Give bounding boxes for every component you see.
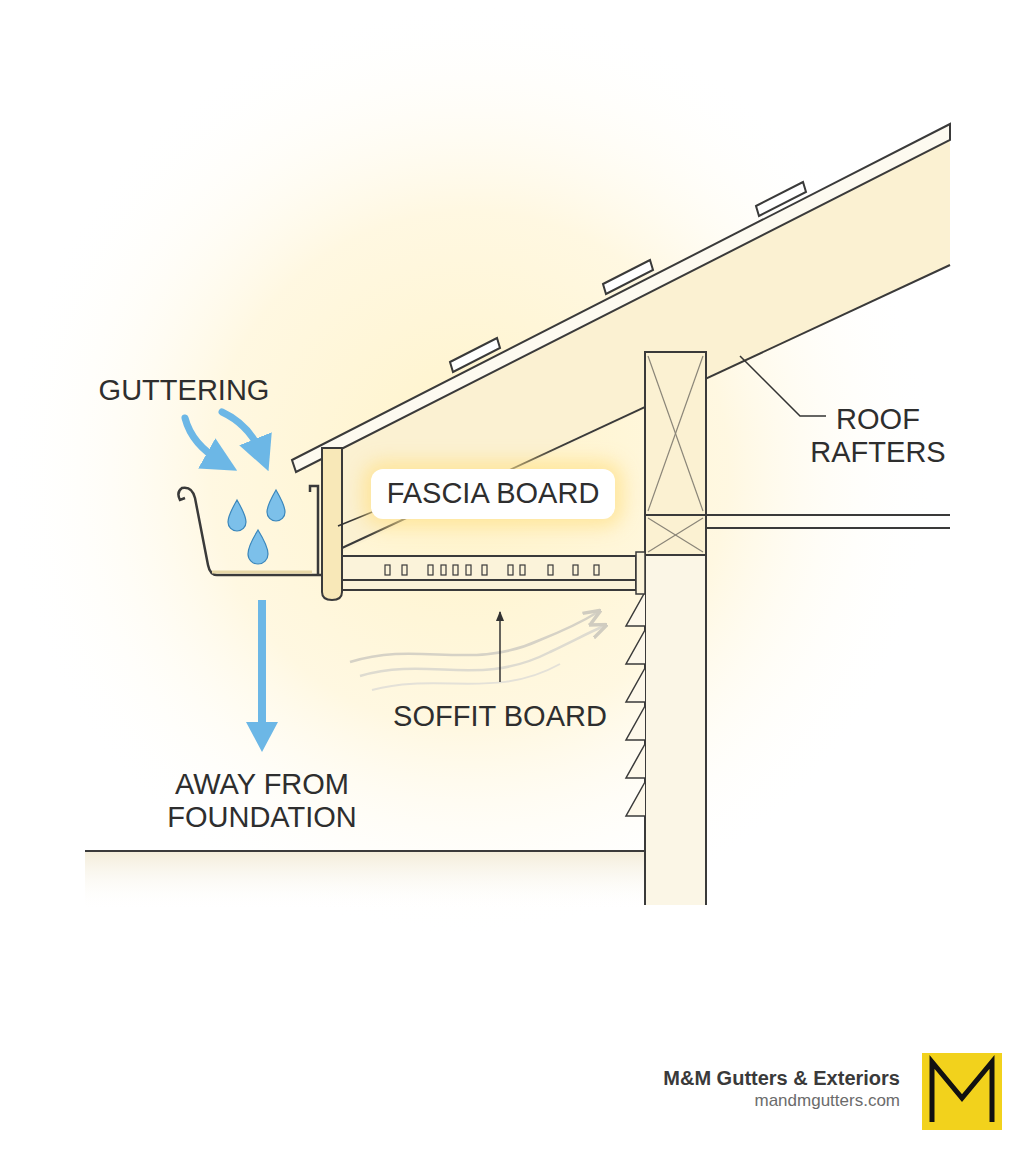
part-label: SOFFIT BOARD (393, 700, 607, 733)
part-label: FASCIA BOARD (387, 477, 600, 510)
soffit-trim (636, 552, 645, 594)
plate-cross (648, 518, 703, 552)
part-label: ROOF RAFTERS (803, 403, 953, 470)
siding-board (626, 782, 645, 816)
vent-slot (573, 565, 578, 575)
wall-fill (645, 555, 706, 905)
gutter (178, 486, 318, 575)
siding-board (626, 630, 645, 664)
vent-slot (453, 565, 458, 575)
vent-slot (441, 565, 446, 575)
rain-arrow (185, 418, 222, 462)
vent-slot (466, 565, 471, 575)
siding-board (626, 592, 645, 626)
airflow-line (372, 664, 560, 690)
vent-slot (482, 565, 487, 575)
ceiling-joist (706, 527, 950, 529)
vent-slot (548, 565, 553, 575)
part-label: GUTTERING (99, 374, 270, 407)
drain-arrow (246, 722, 278, 752)
water-drop (248, 530, 268, 564)
plate-cross (648, 518, 703, 552)
drain-arrow (258, 600, 266, 725)
top-plate (645, 352, 706, 515)
siding (626, 592, 645, 816)
ceiling-joist (706, 514, 950, 516)
ground-fill (85, 851, 645, 911)
vent-slot (428, 565, 433, 575)
logo-square (922, 1053, 1002, 1130)
water-drop (267, 490, 285, 521)
company-name: M&M Gutters & Exteriors (663, 1067, 900, 1090)
leader-arrow (499, 612, 501, 682)
fascia-board (322, 448, 342, 600)
direction-label: AWAY FROM FOUNDATION (152, 768, 372, 835)
siding-board (626, 706, 645, 740)
shingle (603, 260, 653, 294)
plate-cross (648, 356, 703, 511)
rafter-fill (292, 124, 950, 552)
vent-slot (385, 565, 390, 575)
airflow-line (360, 626, 604, 676)
vent-slot (520, 565, 525, 575)
leader-line (740, 356, 826, 416)
airflow-line (350, 612, 598, 662)
soffit-board (342, 556, 636, 590)
water-drop (228, 500, 246, 531)
soffit-vents (385, 565, 599, 575)
wall-line (705, 528, 707, 905)
gutter-inner (212, 571, 312, 574)
ground-line (85, 850, 645, 852)
rain-arrow (222, 412, 262, 455)
siding-board (626, 668, 645, 702)
company-url: mandmgutters.com (755, 1091, 901, 1111)
vent-slot (594, 565, 599, 575)
soffit-line (342, 579, 636, 581)
top-plate (645, 515, 706, 555)
shingle (450, 338, 500, 372)
plate-cross (648, 356, 703, 511)
vent-slot (508, 565, 513, 575)
background-glow (0, 0, 1024, 1000)
gutter (318, 560, 322, 575)
vent-slot (402, 565, 407, 575)
siding-board (626, 744, 645, 778)
shingle (756, 182, 806, 216)
part-label-box: FASCIA BOARD (371, 469, 616, 518)
logo-mark (932, 1062, 992, 1122)
